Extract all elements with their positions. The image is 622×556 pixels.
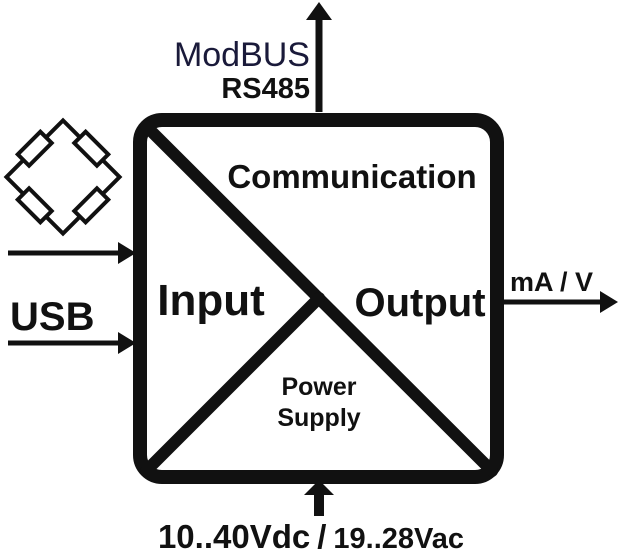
output-arrow-head <box>600 291 618 313</box>
output-signal-label: mA / V <box>510 267 593 297</box>
power-spec-label: 10..40Vdc / 19..28Vac <box>158 518 464 555</box>
output-label: Output <box>354 281 485 325</box>
usb-label: USB <box>10 295 94 339</box>
modbus-arrow-head <box>306 2 332 20</box>
divider-diagonal-lower-left <box>140 292 325 477</box>
ac-voltage-label: 19..28Vac <box>333 523 464 555</box>
supply-label: Supply <box>277 404 360 432</box>
power-arrow-head <box>304 480 334 495</box>
module-box <box>133 113 504 484</box>
rs485-label: RS485 <box>221 73 310 105</box>
communication-label: Communication <box>227 158 476 195</box>
usb-input-arrow-head <box>118 332 136 354</box>
dc-voltage-label: 10..40Vdc <box>158 518 310 555</box>
power-label: Power <box>281 373 356 401</box>
modbus-label: ModBUS <box>174 36 310 74</box>
input-label: Input <box>157 276 265 325</box>
voltage-separator: / <box>317 518 326 555</box>
sensor-input-arrow-head <box>118 242 136 264</box>
load-cell-bridge-icon <box>3 117 123 237</box>
